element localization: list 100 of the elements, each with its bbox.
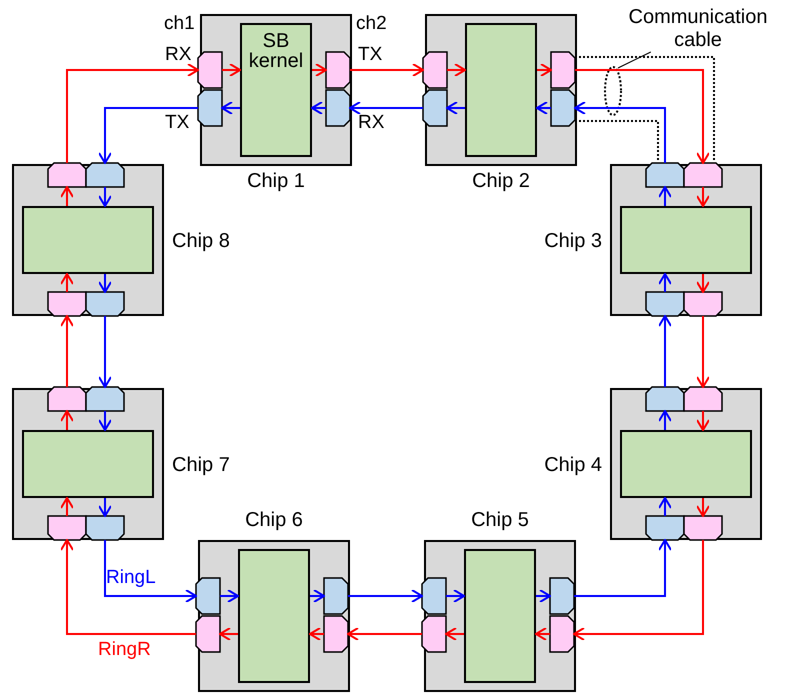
- port-label: TX: [358, 45, 382, 65]
- chip-label: Chip 5: [471, 509, 529, 531]
- port-connector: [324, 578, 348, 614]
- callout-label: Communication cable: [628, 6, 768, 52]
- arrow: [221, 101, 240, 115]
- port-connector: [326, 90, 350, 126]
- arrow: [446, 101, 465, 115]
- arrow: [104, 540, 197, 603]
- ring-label: RingR: [98, 640, 151, 660]
- port-connector: [684, 163, 722, 187]
- port-connector: [48, 516, 86, 540]
- arrow: [575, 69, 710, 164]
- port-connector: [550, 578, 574, 614]
- port-connector: [198, 52, 222, 88]
- arrow: [311, 101, 326, 115]
- port-connector: [684, 387, 722, 411]
- port-connector: [422, 616, 446, 652]
- arrow: [696, 274, 710, 293]
- arrow: [573, 540, 704, 641]
- port-connector: [324, 616, 348, 652]
- arrow: [98, 187, 112, 207]
- port-connector: [551, 52, 575, 88]
- port-connector: [198, 90, 222, 126]
- chip-label: Chip 8: [172, 230, 230, 252]
- arrow: [98, 411, 112, 431]
- chip-label: Chip 2: [472, 170, 530, 192]
- port-connector: [86, 163, 124, 187]
- arrow: [98, 498, 112, 517]
- arrow: [347, 627, 422, 641]
- arrow: [60, 410, 74, 430]
- port-connector: [684, 516, 722, 540]
- port-connector: [646, 387, 684, 411]
- arrow: [60, 539, 196, 635]
- port-connector: [551, 90, 575, 126]
- chip-label: Chip 4: [544, 454, 602, 476]
- arrow: [658, 273, 672, 292]
- arrow: [310, 589, 325, 603]
- arrow: [536, 589, 551, 603]
- port-connector: [646, 516, 684, 540]
- port-connector: [48, 163, 86, 187]
- arrow: [60, 186, 74, 206]
- channel-label: ch2: [356, 14, 387, 34]
- arrow: [348, 589, 423, 603]
- arrow: [574, 101, 666, 163]
- arrow: [98, 274, 112, 293]
- arrow: [574, 539, 672, 597]
- arrow: [445, 627, 464, 641]
- port-connector: [48, 292, 86, 316]
- arrow: [60, 315, 74, 387]
- port-label: RX: [165, 45, 192, 65]
- port-connector: [422, 578, 446, 614]
- kernel-box: [22, 430, 154, 498]
- chip-label: Chip 7: [172, 454, 230, 476]
- leader-line: [618, 52, 652, 68]
- kernel-box: [240, 23, 312, 157]
- arrow: [658, 315, 672, 387]
- arrow: [98, 107, 198, 164]
- arrow: [98, 316, 112, 388]
- port-label: TX: [165, 113, 190, 133]
- port-connector: [684, 292, 722, 316]
- arrow: [350, 63, 424, 77]
- arrow: [696, 411, 710, 431]
- kernel-box: [465, 23, 537, 157]
- port-connector: [86, 387, 124, 411]
- kernel-box: [238, 549, 310, 683]
- arrow: [60, 497, 74, 516]
- arrow: [535, 627, 550, 641]
- arrow: [658, 497, 672, 516]
- chip-label: Chip 3: [544, 230, 602, 252]
- kernel-label: SB kernel: [248, 31, 304, 71]
- port-connector: [423, 52, 447, 88]
- arrow: [447, 63, 466, 77]
- arrow: [696, 187, 710, 207]
- port-connector: [646, 163, 684, 187]
- port-connector: [326, 52, 350, 88]
- arrow: [696, 316, 710, 388]
- channel-label: ch1: [164, 14, 195, 34]
- kernel-box: [620, 206, 752, 274]
- arrow: [312, 63, 327, 77]
- chip-label: Chip 6: [245, 509, 303, 531]
- port-connector: [423, 90, 447, 126]
- port-connector: [86, 292, 124, 316]
- arrow: [60, 273, 74, 292]
- arrow: [222, 63, 241, 77]
- port-label: RX: [358, 113, 384, 133]
- arrow: [696, 498, 710, 517]
- port-connector: [196, 616, 220, 652]
- arrow: [66, 63, 199, 163]
- arrow: [309, 627, 324, 641]
- port-connector: [646, 292, 684, 316]
- chip-label: Chip 1: [247, 170, 305, 192]
- arrow: [220, 589, 239, 603]
- port-connector: [48, 387, 86, 411]
- arrow: [219, 627, 238, 641]
- port-connector: [86, 516, 124, 540]
- arrow: [658, 186, 672, 206]
- port-connector: [196, 578, 220, 614]
- arrow: [446, 589, 465, 603]
- ring-label: RingL: [106, 568, 156, 588]
- arrow: [349, 101, 423, 115]
